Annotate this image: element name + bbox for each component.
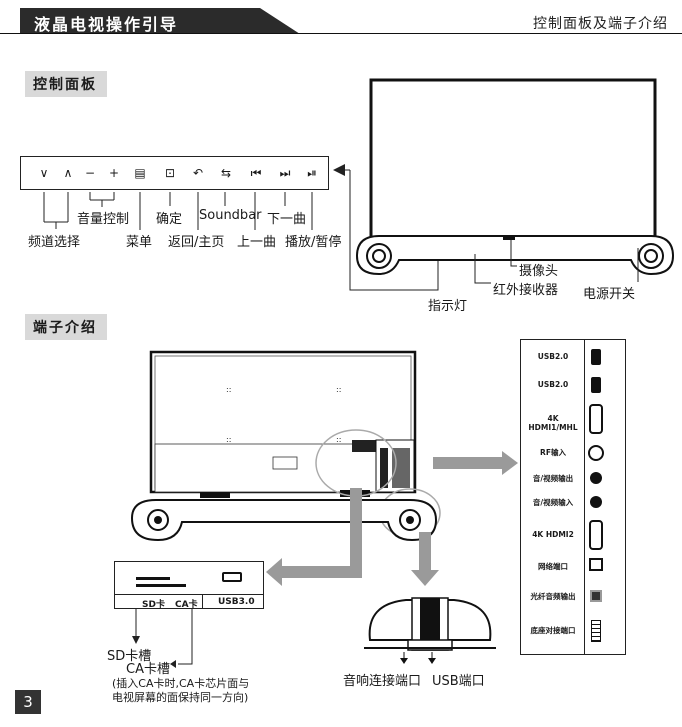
menu-icon[interactable]: ▤ bbox=[134, 166, 146, 180]
usb-port-label: USB端口 bbox=[432, 674, 485, 689]
play-pause-label: 播放/暂停 bbox=[285, 235, 342, 250]
base-port-icon bbox=[591, 620, 601, 642]
chevron-down-icon[interactable]: ∨ bbox=[39, 166, 49, 180]
ports-heading: 端子介绍 bbox=[25, 314, 107, 340]
usb-port-icon bbox=[591, 377, 601, 393]
indicator-label: 指示灯 bbox=[428, 299, 468, 314]
rf-port-icon bbox=[588, 445, 604, 461]
usb-port-icon bbox=[591, 349, 601, 365]
ir-receiver-label: 红外接收器 bbox=[493, 283, 559, 298]
control-button-strip bbox=[20, 156, 329, 190]
enter-icon[interactable]: ⊡ bbox=[164, 166, 176, 180]
optical-port-icon bbox=[590, 590, 602, 602]
av-out-port-icon bbox=[590, 472, 602, 484]
side-usb3-label: USB3.0 bbox=[218, 597, 255, 607]
port-label: 4K HDMI2 bbox=[532, 530, 574, 539]
plus-icon[interactable]: + bbox=[108, 166, 120, 180]
side-panel-divider bbox=[114, 594, 264, 595]
port-label: 光纤音频输出 bbox=[530, 592, 576, 601]
side-sd-label: SD卡 bbox=[142, 600, 165, 610]
next-track-label: 下一曲 bbox=[267, 212, 307, 227]
control-button-row: ∨ ∧−+ ▤ ⊡ ↶ ⇆ ⏮ ⏭ ⏯ bbox=[26, 164, 326, 182]
port-label: RF输入 bbox=[540, 448, 566, 457]
ca-slot-label: CA卡槽 bbox=[126, 662, 170, 677]
hdmi-port-icon bbox=[589, 404, 603, 434]
ca-note-line-1: (插入CA卡时,CA卡芯片面与 bbox=[112, 677, 250, 690]
minus-icon[interactable]: − bbox=[84, 166, 96, 180]
av-in-port-icon bbox=[590, 496, 602, 508]
confirm-label: 确定 bbox=[156, 212, 183, 227]
soundbar-label: Soundbar bbox=[199, 208, 262, 223]
header-bar bbox=[0, 8, 682, 34]
power-switch-label: 电源开关 bbox=[583, 287, 636, 302]
ca-slot-graphic bbox=[136, 584, 186, 587]
sd-slot-graphic bbox=[136, 577, 170, 580]
port-label: 网络端口 bbox=[538, 562, 568, 571]
header-section-title: 控制面板及端子介绍 bbox=[533, 16, 668, 32]
chevron-up-icon[interactable]: ∧ bbox=[63, 166, 73, 180]
speaker-port-label: 音响连接端口 bbox=[343, 674, 422, 689]
camera-label: 摄像头 bbox=[519, 264, 559, 279]
port-label: 音/视频输入 bbox=[532, 498, 574, 507]
port-label: 音/视频输出 bbox=[532, 474, 574, 483]
soundbar-icon[interactable]: ⇆ bbox=[220, 166, 232, 180]
back-icon[interactable]: ↶ bbox=[192, 166, 204, 180]
base-closeup-illustration bbox=[364, 597, 496, 664]
page-number: 3 bbox=[15, 690, 41, 714]
tv-front-illustration bbox=[355, 78, 675, 284]
usb3-port-graphic bbox=[222, 572, 242, 582]
side-port-panel bbox=[114, 561, 264, 609]
previous-track-icon[interactable]: ⏮ bbox=[250, 166, 262, 180]
ca-note-line-2: 电视屏幕的面保持同一方向) bbox=[112, 691, 249, 704]
side-ca-label: CA卡 bbox=[175, 600, 198, 610]
port-panel bbox=[520, 339, 626, 655]
next-track-icon[interactable]: ⏭ bbox=[279, 166, 291, 180]
sd-slot-label: SD卡槽 bbox=[107, 649, 152, 664]
port-label: USB2.0 bbox=[537, 380, 569, 389]
side-panel-divider-vertical bbox=[202, 594, 203, 609]
port-panel-divider bbox=[584, 339, 585, 655]
control-panel-heading: 控制面板 bbox=[25, 71, 107, 97]
lan-port-icon bbox=[589, 558, 603, 571]
port-label: 底座对接端口 bbox=[530, 626, 576, 635]
volume-control-label: 音量控制 bbox=[77, 212, 130, 227]
svg-text:::: :: bbox=[336, 435, 341, 444]
hdmi-port-icon bbox=[589, 520, 603, 550]
svg-text:::: :: bbox=[226, 385, 231, 394]
prev-track-label: 上一曲 bbox=[237, 235, 277, 250]
port-label: USB2.0 bbox=[537, 352, 569, 361]
back-home-label: 返回/主页 bbox=[168, 235, 225, 250]
channel-select-label: 频道选择 bbox=[28, 235, 81, 250]
header-title: 液晶电视操作引导 bbox=[34, 15, 179, 34]
play-pause-icon[interactable]: ⏯ bbox=[307, 166, 317, 180]
svg-text:::: :: bbox=[336, 385, 341, 394]
menu-label: 菜单 bbox=[126, 235, 153, 250]
svg-text:::: :: bbox=[226, 435, 231, 444]
port-label: 4K HDMI1/MHL bbox=[528, 414, 578, 432]
control-leader-lines bbox=[43, 164, 439, 291]
